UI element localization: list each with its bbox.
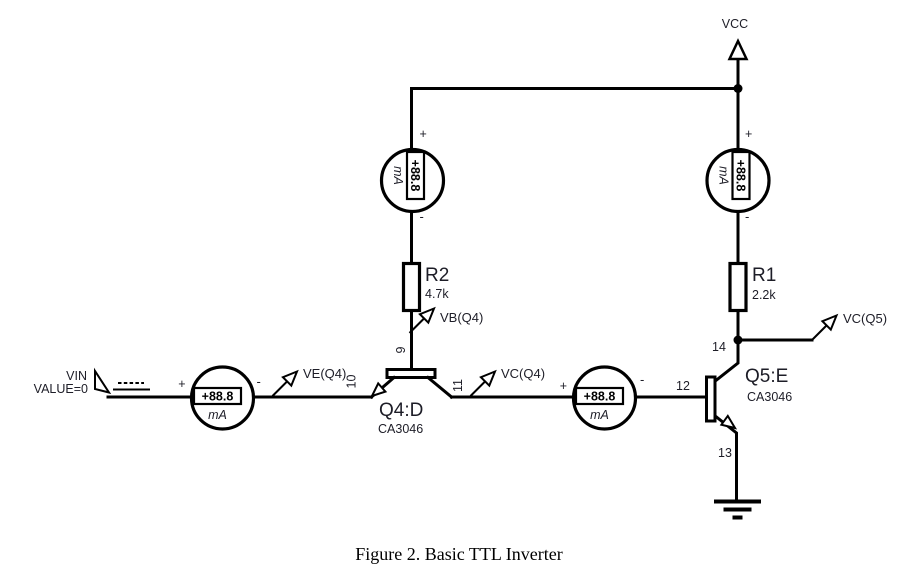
vcc-arrow-icon xyxy=(727,38,749,61)
emitter-arrow-icon xyxy=(719,414,738,430)
transistor-q5: Q5:E CA3046 xyxy=(705,366,792,430)
node14-junction-dot xyxy=(733,335,743,345)
ammeter-unit: mA xyxy=(590,408,609,422)
ammeter-minus-terminal: - xyxy=(745,209,749,224)
transistor-part: CA3046 xyxy=(378,422,423,436)
transistor-q4: Q4:D CA3046 xyxy=(369,368,454,436)
resistor-r2: R2 4.7k xyxy=(401,261,449,313)
transistor-name: Q5:E xyxy=(745,366,788,387)
probe-arrow-icon xyxy=(408,307,435,334)
vin-value-label: VALUE=0 xyxy=(34,382,88,396)
transistor-base-bar-icon xyxy=(705,375,717,423)
ammeter-unit: mA xyxy=(208,408,227,422)
transistor-base-bar-icon xyxy=(385,368,437,379)
ammeter-display xyxy=(574,386,625,406)
ground-symbol xyxy=(714,499,761,520)
stimulus-triangle-icon xyxy=(94,367,112,395)
q5-collector-wire xyxy=(711,338,740,385)
resistor-body-icon xyxy=(728,261,748,313)
ammeter-reading: +88.8 xyxy=(408,160,422,192)
ammeter-reading: +88.8 xyxy=(584,389,616,403)
ammeter-input: +88.8 mA + - xyxy=(178,365,261,431)
emitter-arrow-icon xyxy=(370,381,388,398)
resistor-body-icon xyxy=(401,261,422,313)
ammeter-q5-base: +88.8 mA + - xyxy=(560,365,644,431)
ammeter-unit: mA xyxy=(391,166,405,185)
probe-label: VB(Q4) xyxy=(440,310,483,325)
resistor-name: R2 xyxy=(425,265,449,286)
transistor-collector-lead xyxy=(425,375,454,400)
ammeter-plus-terminal: + xyxy=(420,127,427,141)
probe-label: VE(Q4) xyxy=(303,366,346,381)
probe-arrow-icon xyxy=(271,370,298,397)
node-label-13: 13 xyxy=(718,446,732,460)
ammeter-display xyxy=(405,150,426,201)
ammeter-minus-terminal: - xyxy=(420,209,424,224)
probe-arrow-icon xyxy=(811,314,838,341)
resistor-value: 2.2k xyxy=(752,288,776,302)
vcc-label: VCC xyxy=(722,17,748,31)
ammeter-reading: +88.8 xyxy=(202,389,234,403)
probe-vb-q4: VB(Q4) xyxy=(408,307,483,334)
ammeter-r1-branch: +88.8 mA + - xyxy=(705,127,771,224)
node-label-11: 11 xyxy=(451,379,465,392)
ammeter-plus-terminal: + xyxy=(745,127,752,141)
ammeter-plus-terminal: + xyxy=(560,379,567,393)
ammeter-plus-terminal: + xyxy=(178,377,185,391)
probe-vc-q4: VC(Q4) xyxy=(469,366,545,397)
q5-emitter-to-ground-wire xyxy=(711,412,738,503)
ammeter-minus-terminal: - xyxy=(640,372,644,387)
node-labels: 9 10 11 12 13 14 xyxy=(344,340,732,460)
ammeter-r2-branch: +88.8 mA + - xyxy=(379,127,446,224)
node-label-10: 10 xyxy=(344,375,358,389)
ammeter-display xyxy=(192,386,243,406)
node-label-9: 9 xyxy=(394,346,408,353)
vcc-power-symbol: VCC xyxy=(722,17,749,61)
probe-vc-q5: VC(Q5) xyxy=(811,311,887,341)
wires xyxy=(106,56,814,503)
probe-label: VC(Q5) xyxy=(843,311,887,326)
resistor-name: R1 xyxy=(752,265,776,286)
ammeter-minus-terminal: - xyxy=(257,374,261,389)
node-label-12: 12 xyxy=(676,379,690,393)
vin-source: VIN VALUE=0 xyxy=(34,367,150,396)
ammeter-display xyxy=(731,150,751,201)
vin-name-label: VIN xyxy=(66,369,87,383)
resistor-r1: R1 2.2k xyxy=(728,261,776,313)
vcc-junction-dot xyxy=(733,84,743,93)
probe-label: VC(Q4) xyxy=(501,366,545,381)
ammeter-unit: mA xyxy=(717,166,731,185)
ammeter-reading: +88.8 xyxy=(734,160,748,192)
node-label-14: 14 xyxy=(712,340,726,354)
probe-ve-q4: VE(Q4) xyxy=(271,366,346,397)
resistor-value: 4.7k xyxy=(425,287,449,301)
probe-arrow-icon xyxy=(469,370,496,397)
transistor-part: CA3046 xyxy=(747,390,792,404)
transistor-name: Q4:D xyxy=(379,400,423,421)
figure-caption: Figure 2. Basic TTL Inverter xyxy=(355,544,562,564)
